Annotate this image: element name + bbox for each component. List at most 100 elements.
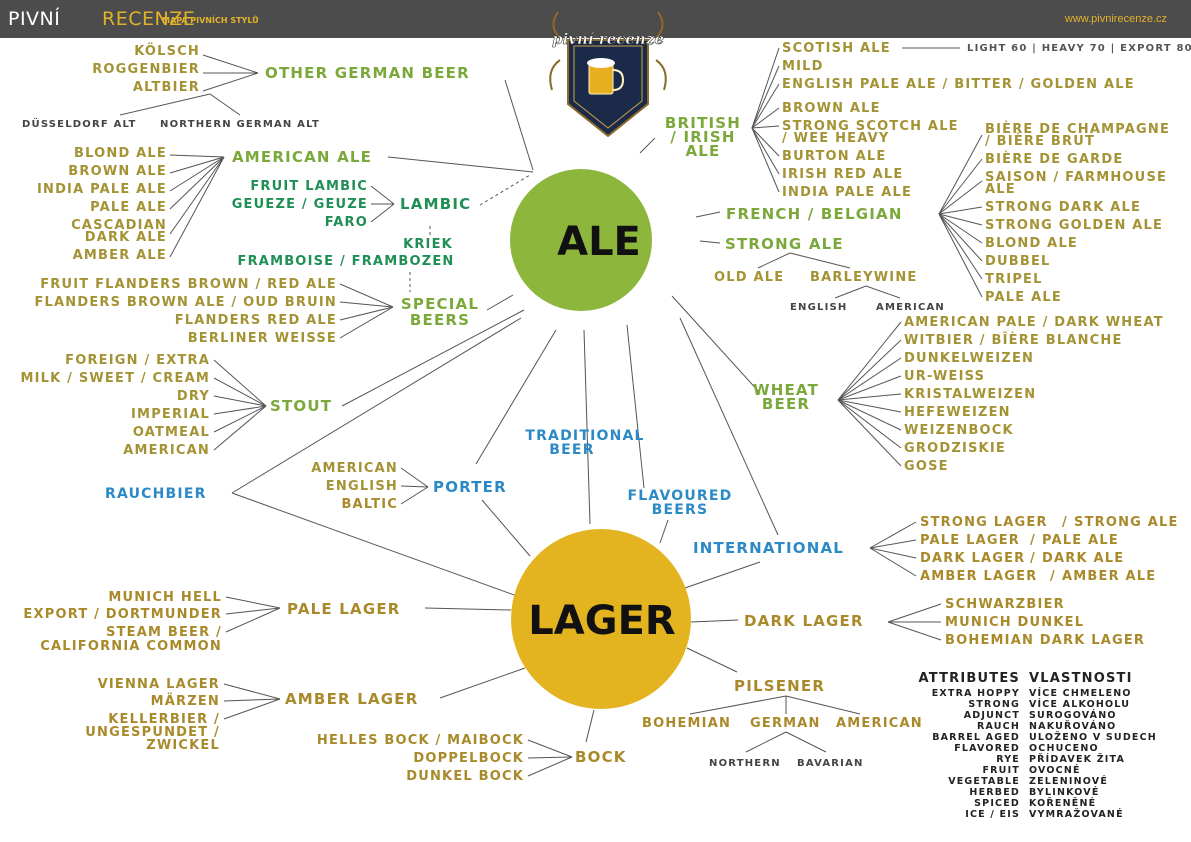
connector-line <box>527 739 573 758</box>
style-item: UNGESPUNDET / <box>85 725 220 740</box>
connector-line <box>789 252 851 269</box>
connector-line <box>751 107 780 129</box>
connector-line <box>400 467 429 488</box>
connector-line <box>479 174 531 206</box>
style-item: BROWN ALE <box>782 101 881 116</box>
connector-line <box>745 731 787 753</box>
style-item: EXPORT / DORTMUNDER <box>23 607 222 622</box>
style-item: BLOND ALE <box>985 236 1078 251</box>
category-lambic: LAMBIC <box>400 195 471 213</box>
connector-line <box>837 375 902 401</box>
style-labels: OTHER GERMAN BEERKÖLSCHROGGENBIERALTBIER… <box>21 41 1191 820</box>
category-pale-lager: PALE LAGER <box>287 600 401 618</box>
attribute-en: VEGETABLE <box>948 776 1020 787</box>
connector-line <box>213 395 267 407</box>
attribute-cz: KOŘENĚNÉ <box>1029 797 1096 809</box>
attribute-en: SPICED <box>974 798 1020 809</box>
connector-line <box>938 134 983 215</box>
category-other-german-beer: OTHER GERMAN BEER <box>265 64 470 82</box>
category-dark-lager: DARK LAGER <box>744 612 864 630</box>
style-item: ROGGENBIER <box>92 62 200 77</box>
style-item: / BIÈRE BRUT <box>985 133 1095 149</box>
connector-line <box>626 324 645 489</box>
style-item: VIENNA LAGER <box>98 677 220 692</box>
connector-line <box>869 547 917 577</box>
category-wheat-beer: WHEAT <box>753 381 819 399</box>
connector-line <box>370 185 395 205</box>
attribute-en: EXTRA HOPPY <box>932 688 1020 699</box>
category-rauchbier: RAUCHBIER <box>105 486 207 502</box>
style-note: LIGHT 60 | HEAVY 70 | EXPORT 80 <box>967 43 1191 54</box>
category-porter: PORTER <box>433 478 507 496</box>
category-traditional-beer: BEER <box>549 442 594 458</box>
connector-line <box>869 539 917 549</box>
connector-line <box>231 317 522 494</box>
attribute-en: RAUCH <box>977 721 1020 732</box>
connector-line <box>209 93 241 116</box>
connector-line <box>169 156 225 192</box>
connector-line <box>938 213 983 226</box>
connector-line <box>339 306 394 339</box>
attributes-title-en: ATTRIBUTES <box>918 671 1020 686</box>
style-item: PALE ALE <box>985 290 1062 305</box>
attribute-cz: VYMRAŽOVANÉ <box>1029 808 1124 820</box>
style-item: BOHEMIAN DARK LAGER <box>945 633 1145 648</box>
style-item: BROWN ALE <box>68 164 167 179</box>
style-item: GOSE <box>904 459 949 474</box>
connector-line <box>887 621 942 641</box>
connector-line <box>938 213 983 298</box>
style-item: BIÈRE DE CHAMPAGNE <box>985 121 1170 137</box>
logo-emblem: pivní recenze <box>549 11 667 138</box>
attribute-en: STRONG <box>968 699 1020 710</box>
connector-line <box>486 294 514 311</box>
connector-line <box>119 93 211 116</box>
style-item: AMBER LAGER <box>920 569 1037 584</box>
connector-line <box>837 339 902 401</box>
attribute-cz: VÍCE CHMELENO <box>1029 687 1132 699</box>
category-stout: STOUT <box>270 397 332 415</box>
style-item: BALTIC <box>341 497 398 512</box>
connector-line <box>202 72 259 92</box>
style-item: STRONG DARK ALE <box>985 200 1141 215</box>
style-item: INDIA PALE ALE <box>37 182 167 197</box>
connector-line <box>938 206 983 215</box>
connector-line <box>837 399 902 431</box>
ale-hub-label: ALE <box>557 219 641 265</box>
style-item: MUNICH HELL <box>108 590 222 605</box>
attribute-en: RYE <box>996 754 1020 765</box>
style-item: DOPPELBOCK <box>413 751 524 766</box>
connector-line <box>751 83 780 129</box>
connector-line <box>439 667 526 699</box>
style-item: MILK / SWEET / CREAM <box>21 371 211 386</box>
connector-line <box>869 521 917 549</box>
connector-line <box>938 213 983 244</box>
style-item: / <box>1050 569 1056 584</box>
style-item: BARLEYWINE <box>810 270 918 285</box>
category-french-belgian: FRENCH / BELGIAN <box>726 205 903 223</box>
attribute-cz: NAKUŘOVÁNO <box>1029 720 1116 732</box>
lager-hub <box>511 529 691 709</box>
connector-line <box>671 295 761 394</box>
style-item: AMERICAN PALE / DARK WHEAT <box>904 315 1164 330</box>
category-british-irish-ale: ALE <box>685 142 720 160</box>
attribute-cz: OCHUCENO <box>1029 743 1099 754</box>
style-item: AMERICAN <box>836 716 923 731</box>
style-item: FRUIT LAMBIC <box>250 179 368 194</box>
connector-line <box>751 127 780 157</box>
connector-line <box>424 607 512 611</box>
style-item: BERLINER WEISSE <box>188 331 337 346</box>
style-item: CASCADIAN <box>71 218 167 233</box>
style-item: MUNICH DUNKEL <box>945 615 1084 630</box>
site-url-link[interactable]: www.pivnirecenze.cz <box>1064 13 1167 25</box>
style-item: HEFEWEIZEN <box>904 405 1011 420</box>
style-item: UR-WEISS <box>904 369 985 384</box>
category-bock: BOCK <box>575 748 627 766</box>
connector-line <box>223 683 281 700</box>
style-item: GEUEZE / GEUZE <box>232 197 368 212</box>
style-item: DARK ALE <box>85 230 167 245</box>
style-item: IRISH RED ALE <box>782 167 904 182</box>
attribute-cz: ULOŽENO V SUDECH <box>1029 731 1157 743</box>
style-item: OLD ALE <box>714 270 784 285</box>
connector-line <box>339 283 394 308</box>
connector-line <box>751 47 780 129</box>
